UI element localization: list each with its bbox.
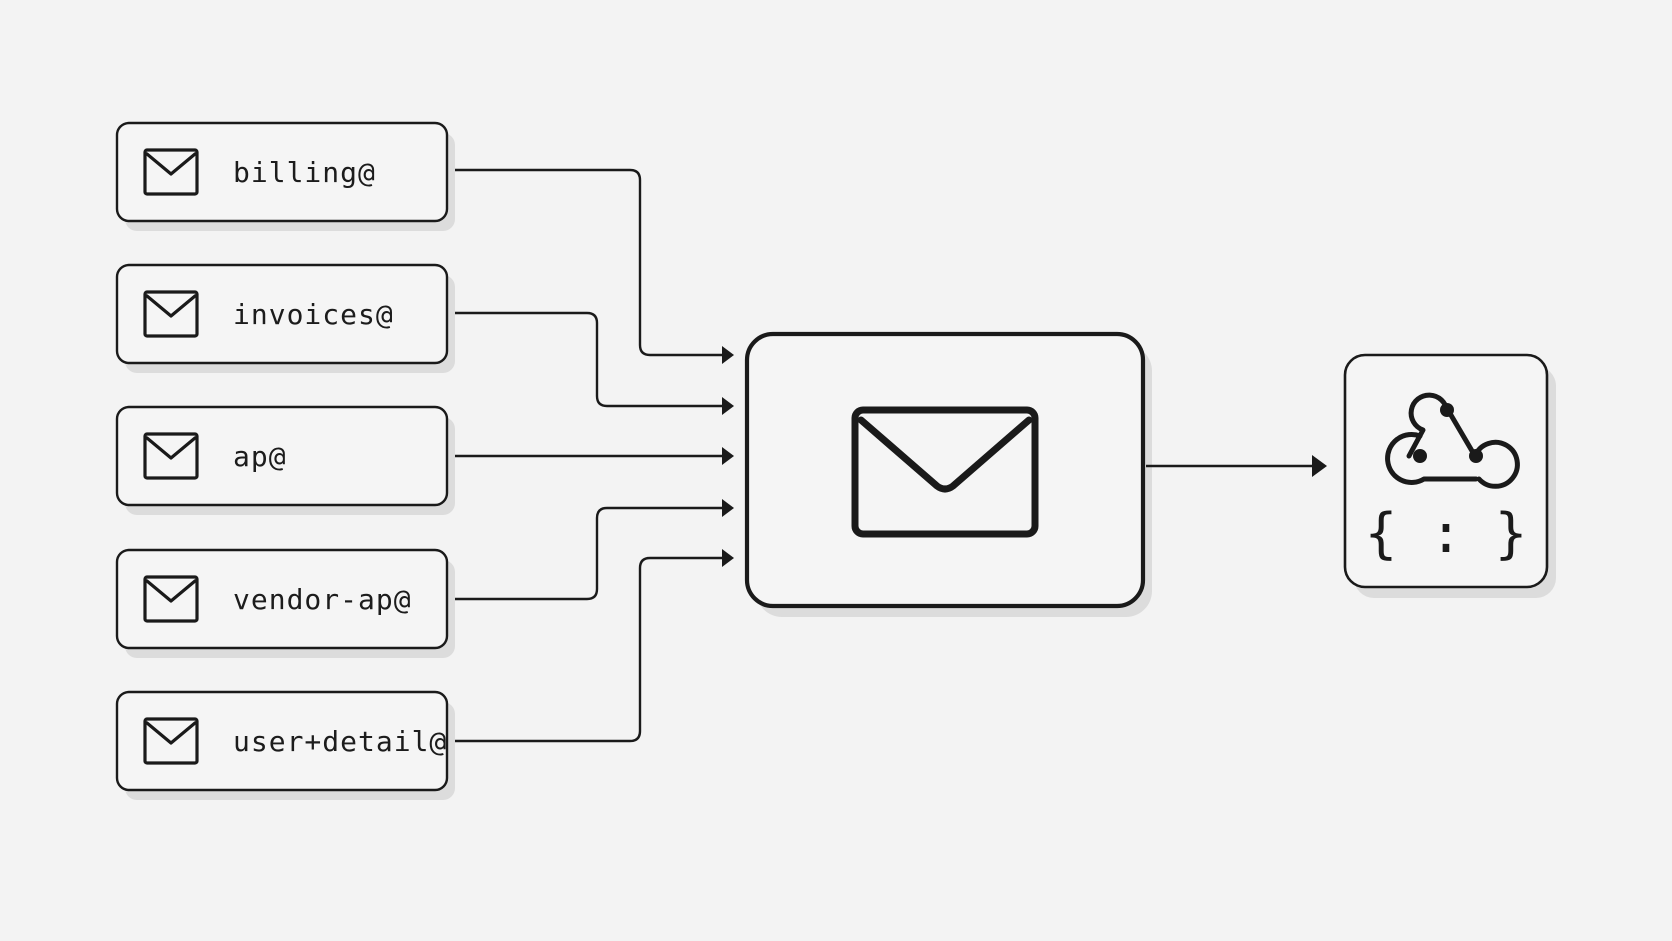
source-item-ap: ap@ [115,405,455,515]
source-item-user-detail: user+detail@ [115,690,455,800]
envelope-icon [143,148,199,196]
envelope-icon [143,717,199,765]
source-item-vendor-ap: vendor-ap@ [115,548,455,658]
hub-node [744,331,1152,617]
arrowhead-destination [1312,455,1327,477]
source-item-box [115,121,449,223]
source-address: invoices@ [233,298,394,331]
arrowhead-user-detail [722,549,734,567]
arrowhead-vendor-ap [722,499,734,517]
destination-node: { : } [1343,353,1556,598]
hub-box [744,331,1146,609]
source-address: user+detail@ [233,725,447,758]
json-braces-icon: { : } [1365,502,1528,565]
source-address: ap@ [233,440,287,473]
envelope-icon [143,432,199,480]
source-address: vendor-ap@ [233,583,412,616]
arrowhead-ap [722,447,734,465]
source-item-box [115,548,449,650]
webhook-node-dot [1440,403,1454,417]
source-item-box [115,405,449,507]
source-list: billing@ invoices@ ap@ [115,121,455,800]
source-item-invoices: invoices@ [115,263,455,373]
destination-box [1343,353,1549,589]
connector-vendor-ap [448,506,722,601]
webhook-icon [1385,392,1520,489]
envelope-icon [851,406,1039,538]
source-item-box [115,690,449,792]
source-item-billing: billing@ [115,121,455,231]
webhook-node-dot [1413,449,1427,463]
arrowhead-billing [722,346,734,364]
arrowhead-invoices [722,397,734,415]
source-connectors [448,168,734,743]
source-address: billing@ [233,156,376,189]
webhook-node-dot [1469,449,1483,463]
envelope-icon [143,575,199,623]
source-item-box [115,263,449,365]
connector-invoices [448,311,722,408]
connector-billing [448,168,722,357]
envelope-icon [143,290,199,338]
connector-user-detail [448,556,722,743]
